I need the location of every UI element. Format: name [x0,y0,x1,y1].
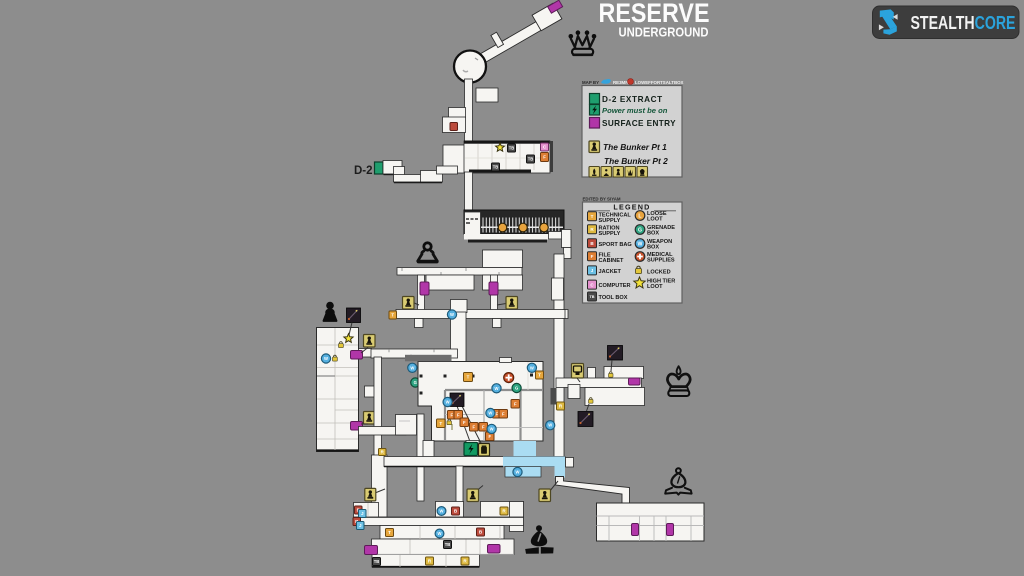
svg-text:G: G [414,380,417,385]
svg-text:W: W [490,426,494,431]
svg-text:T: T [388,530,391,535]
svg-text:TB: TB [528,157,534,162]
svg-text:W: W [548,423,552,428]
svg-text:T: T [439,421,442,426]
svg-text:GRENADE: GRENADE [647,225,675,231]
svg-text:STEALTHCORE: STEALTHCORE [911,13,1016,33]
svg-text:F: F [495,411,498,416]
svg-text:SUPPLY: SUPPLY [599,231,621,237]
svg-text:F: F [488,434,491,439]
svg-text:COMPUTER: COMPUTER [599,283,631,289]
svg-text:W: W [495,386,499,391]
svg-text:L: L [638,213,642,219]
svg-text:FILE: FILE [599,252,611,258]
svg-text:LOOT: LOOT [647,284,663,290]
svg-text:EDITED BY SIYAM: EDITED BY SIYAM [583,197,621,202]
svg-text:Power must be on: Power must be on [602,106,668,115]
svg-text:G: G [638,227,642,233]
svg-text:T: T [467,375,470,380]
svg-text:SUPPLIES: SUPPLIES [647,258,675,264]
svg-text:WEAPON: WEAPON [647,239,672,245]
svg-text:R: R [502,509,506,514]
svg-text:LEGEND: LEGEND [613,203,650,212]
svg-text:TB: TB [445,542,451,547]
svg-text:LOCKED: LOCKED [647,270,671,276]
svg-text:The Bunker Pt 1: The Bunker Pt 1 [603,142,667,152]
svg-text:B: B [454,509,458,514]
svg-text:W: W [488,411,492,416]
svg-text:B: B [479,530,483,535]
svg-text:W: W [638,241,643,247]
svg-text:R: R [428,559,432,564]
svg-text:J: J [591,268,594,273]
svg-text:TECHNICAL: TECHNICAL [599,212,632,218]
svg-text:UNDERGROUND: UNDERGROUND [619,25,709,40]
svg-text:The Bunker Pt 2: The Bunker Pt 2 [604,156,668,166]
svg-text:D-2: D-2 [354,165,373,177]
svg-text:SPORT BAG: SPORT BAG [599,242,632,248]
svg-text:MEDICAL: MEDICAL [647,252,673,258]
svg-text:RESERVE: RESERVE [599,0,710,28]
svg-text:C: C [590,282,594,287]
svg-text:TB: TB [374,559,380,564]
svg-text:W: W [450,312,454,317]
svg-text:G: G [515,386,518,391]
svg-text:R: R [590,227,594,232]
svg-text:TOOL BOX: TOOL BOX [599,295,628,301]
svg-text:F: F [472,424,475,429]
svg-text:W: W [440,509,444,514]
svg-text:LOOT: LOOT [647,217,663,223]
svg-text:F: F [514,401,517,406]
svg-text:W: W [446,400,450,405]
svg-text:TB: TB [493,165,499,170]
svg-text:W: W [516,470,520,475]
svg-text:LOOSE: LOOSE [647,211,667,217]
svg-text:F: F [591,254,594,259]
svg-text:W: W [438,531,442,536]
svg-text:T: T [538,373,541,378]
svg-text:W: W [530,365,534,370]
svg-text:SUPPLY: SUPPLY [599,218,621,224]
svg-text:RATION: RATION [599,225,620,231]
svg-text:F: F [450,412,453,417]
svg-text:RE3MR: RE3MR [613,80,629,85]
svg-text:T: T [391,313,394,318]
svg-text:F: F [543,155,546,160]
svg-text:B: B [590,241,594,246]
svg-text:J: J [361,511,364,516]
svg-text:D-2 EXTRACT: D-2 EXTRACT [602,95,663,104]
svg-text:T: T [591,214,594,219]
svg-text:TB: TB [589,295,594,299]
svg-text:R: R [559,404,563,409]
svg-text:F: F [502,411,505,416]
svg-text:MAP BY: MAP BY [582,80,599,85]
svg-text:BOX: BOX [647,231,659,237]
svg-text:CABINET: CABINET [599,258,624,264]
svg-text:R: R [381,450,385,455]
svg-text:HIGH TIER: HIGH TIER [647,279,675,285]
svg-text:F: F [457,412,460,417]
svg-text:F: F [482,424,485,429]
svg-text:W: W [324,356,328,361]
svg-text:C: C [543,145,547,150]
svg-text:TB: TB [509,146,515,151]
svg-text:JACKET: JACKET [599,269,622,275]
svg-text:LOWEFFORTSALTBOX: LOWEFFORTSALTBOX [635,80,684,85]
svg-text:W: W [410,365,414,370]
svg-text:SURFACE ENTRY: SURFACE ENTRY [602,119,676,128]
svg-text:F: F [463,420,466,425]
svg-text:BOX: BOX [647,245,659,251]
svg-text:J: J [359,523,362,528]
svg-text:R: R [463,559,467,564]
